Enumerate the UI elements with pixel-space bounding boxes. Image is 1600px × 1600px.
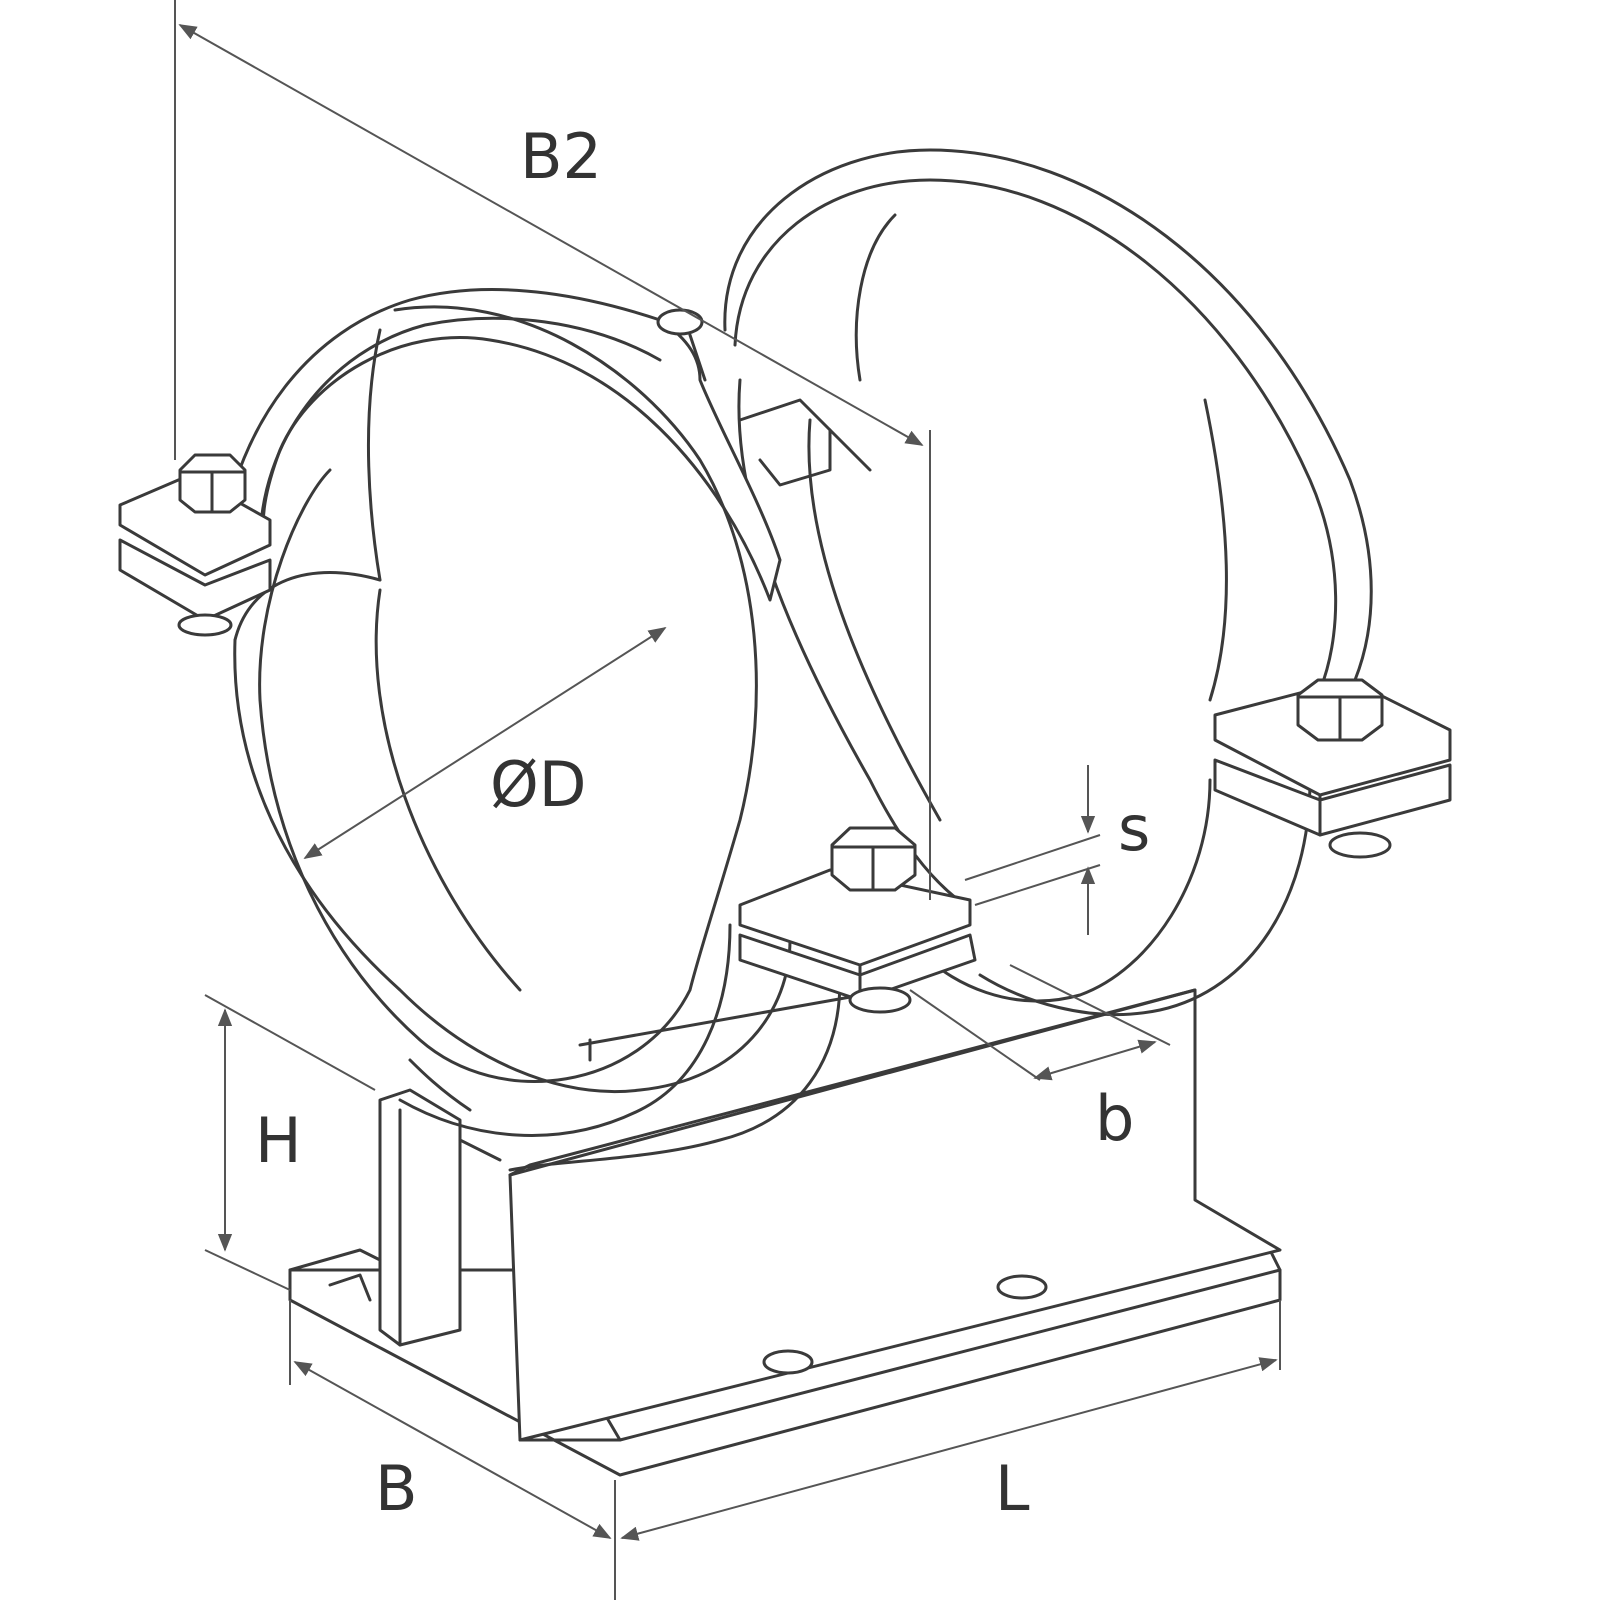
base-web-top bbox=[508, 988, 1197, 1177]
center-rail-top bbox=[738, 398, 832, 487]
b-extension-right bbox=[1009, 964, 1171, 1046]
mounting-hole-back bbox=[996, 1274, 1048, 1300]
front-clamp-flange-right-upper bbox=[738, 868, 972, 967]
l-label: L bbox=[995, 1452, 1030, 1525]
front-clamp-flange-lower bbox=[118, 538, 272, 622]
h-extension-top bbox=[204, 994, 376, 1091]
od-label: ØD bbox=[490, 748, 587, 821]
s-label: s bbox=[1118, 792, 1150, 865]
front-clamp-left-bolt-icon bbox=[178, 453, 247, 514]
front-clamp-right-bolt-icon bbox=[830, 826, 917, 892]
rear-clamp-bolt-icon bbox=[1296, 678, 1384, 742]
s-extension-top bbox=[964, 834, 1101, 881]
b-dimension-line bbox=[1033, 1039, 1157, 1081]
s-extension-bottom bbox=[974, 864, 1101, 906]
h-label: H bbox=[255, 1104, 302, 1177]
b2-label: B2 bbox=[520, 120, 602, 193]
top-bolt-icon bbox=[656, 308, 704, 336]
l-dimension-line bbox=[620, 1357, 1278, 1541]
front-clamp-upper-band bbox=[218, 288, 782, 602]
b2-dimension-line bbox=[178, 24, 924, 446]
front-pipe-clamp bbox=[118, 288, 977, 1172]
mounting-hole-front bbox=[762, 1349, 814, 1375]
big-b-label: B bbox=[375, 1452, 418, 1525]
od-dimension-line bbox=[303, 627, 667, 859]
b-label: b bbox=[1095, 1082, 1134, 1155]
h-extension-bottom bbox=[204, 1249, 291, 1291]
b-extension-left bbox=[909, 989, 1041, 1081]
dimension-lines: B2 ØD s b H B L bbox=[174, 0, 1281, 1600]
base-end-bracket bbox=[378, 1088, 462, 1347]
big-b-dimension-line bbox=[293, 1361, 612, 1539]
